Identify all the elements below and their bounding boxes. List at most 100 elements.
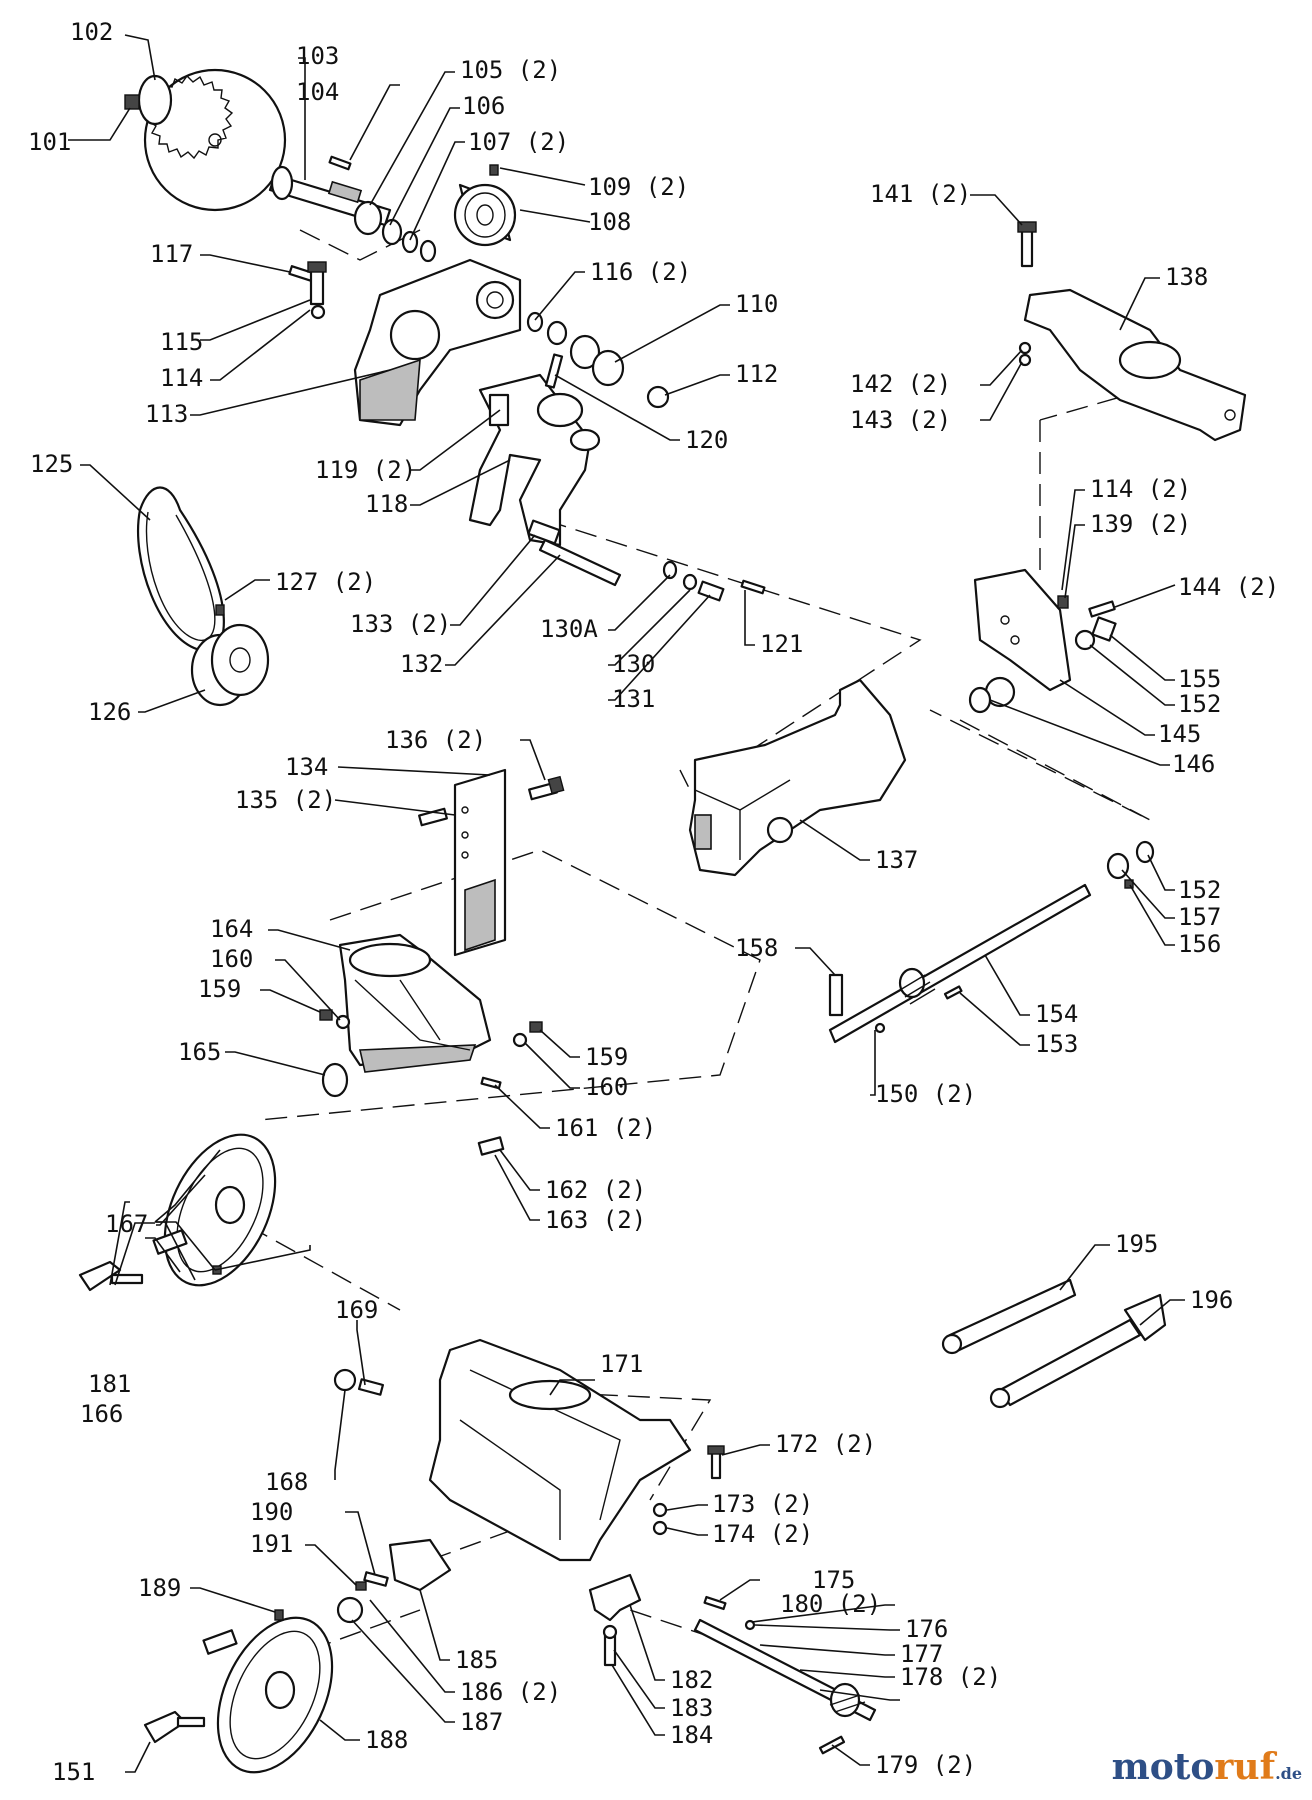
screw-131: [697, 580, 725, 602]
label-188: 188: [365, 1726, 408, 1754]
plate-134: [453, 768, 507, 957]
label-105: 105 (2): [460, 56, 561, 84]
arbor-pulley: [453, 183, 517, 247]
label-107: 107 (2): [468, 128, 569, 156]
leader-lines: [68, 34, 1185, 1773]
screw-159a: [319, 1009, 333, 1021]
segment-gear-164: [338, 933, 492, 1073]
bushing-146: [968, 686, 992, 714]
label-154: 154: [1035, 1000, 1078, 1028]
pin-144: [1088, 600, 1116, 618]
label-189: 189: [138, 1574, 181, 1602]
lift-shaft-176: [693, 1618, 877, 1722]
raise-lock-185: [363, 1538, 452, 1592]
label-137: 137: [875, 846, 918, 874]
label-161: 161 (2): [555, 1114, 656, 1142]
screw-172: [707, 1445, 725, 1480]
label-167: 167: [105, 1210, 148, 1238]
shaft-132: [538, 538, 622, 587]
label-117: 117: [150, 240, 193, 268]
label-114-2: 114 (2): [1090, 475, 1191, 503]
wrench-195: [941, 1278, 1077, 1355]
screw-159b: [529, 1021, 543, 1033]
screw-162: [477, 1136, 505, 1156]
label-144: 144 (2): [1178, 573, 1279, 601]
screw-141: [1017, 221, 1037, 268]
washer-160b: [512, 1032, 528, 1048]
label-162: 162 (2): [545, 1176, 646, 1204]
wrench-196: [989, 1293, 1167, 1409]
label-135: 135 (2): [235, 786, 336, 814]
label-152b: 152: [1178, 876, 1221, 904]
label-184: 184: [670, 1721, 713, 1749]
label-152a: 152: [1178, 690, 1221, 718]
washer-130A: [662, 560, 678, 580]
retaining-ring-107: [401, 230, 419, 254]
label-103: 103: [296, 42, 339, 70]
bushing-165: [321, 1062, 349, 1098]
label-163: 163 (2): [545, 1206, 646, 1234]
rear-trunnion-138: [1023, 288, 1247, 442]
pin-121: [740, 579, 766, 595]
label-177: 177: [900, 1640, 943, 1668]
key-175: [703, 1595, 727, 1611]
label-141: 141 (2): [870, 180, 971, 208]
ring-116a: [526, 311, 544, 333]
label-180: 180 (2): [780, 1590, 881, 1618]
bracket-158: [828, 973, 844, 1017]
screw-136: [528, 775, 565, 801]
label-190: 190: [250, 1498, 293, 1526]
label-182: 182: [670, 1666, 713, 1694]
label-138: 138: [1165, 263, 1208, 291]
label-176: 176: [905, 1615, 948, 1643]
label-169: 169: [335, 1296, 378, 1324]
washer-173: [652, 1502, 668, 1518]
set-screw-156: [1124, 879, 1134, 889]
set-screw-189: [274, 1609, 284, 1621]
bearing-110b: [591, 349, 625, 387]
label-191: 191: [250, 1530, 293, 1558]
label-133: 133 (2): [350, 610, 451, 638]
worm-shaft-154: [828, 883, 1092, 1044]
blade-flange: [137, 74, 173, 126]
label-134: 134: [285, 753, 328, 781]
arbor-bracket: [353, 258, 522, 427]
logo-text-ruf: ruf: [1214, 1746, 1276, 1788]
nut-112: [646, 385, 670, 409]
label-114: 114: [160, 364, 203, 392]
bracket-182: [588, 1573, 642, 1622]
set-screw-109: [489, 164, 499, 176]
label-119: 119 (2): [315, 456, 416, 484]
label-102: 102: [70, 18, 113, 46]
label-125: 125: [30, 450, 73, 478]
label-168: 168: [265, 1468, 308, 1496]
nut-155: [1091, 616, 1117, 642]
frame-137: [688, 678, 907, 877]
hand-wheel-166: [152, 1133, 277, 1287]
label-104: 104: [296, 78, 339, 106]
label-195: 195: [1115, 1230, 1158, 1258]
bearing-110a: [569, 334, 601, 370]
key-104: [328, 155, 352, 171]
washer-114: [310, 304, 326, 320]
bearing-105: [353, 200, 383, 236]
label-115: 115: [160, 328, 203, 356]
label-172: 172 (2): [775, 1430, 876, 1458]
label-108: 108: [588, 208, 631, 236]
motor-pulley: [190, 623, 270, 707]
label-155: 155: [1178, 665, 1221, 693]
label-132: 132: [400, 650, 443, 678]
screw-115: [307, 261, 327, 306]
label-171: 171: [600, 1350, 643, 1378]
logo-text-moto: moto: [1111, 1746, 1215, 1788]
label-166: 166: [80, 1400, 123, 1428]
label-116: 116 (2): [590, 258, 691, 286]
washer-106: [381, 218, 403, 246]
screw-184: [602, 1624, 618, 1667]
label-160a: 160: [210, 945, 253, 973]
screw-139: [1057, 595, 1069, 609]
label-142: 142 (2): [850, 370, 951, 398]
pin-120: [544, 353, 564, 389]
label-183: 183: [670, 1694, 713, 1722]
